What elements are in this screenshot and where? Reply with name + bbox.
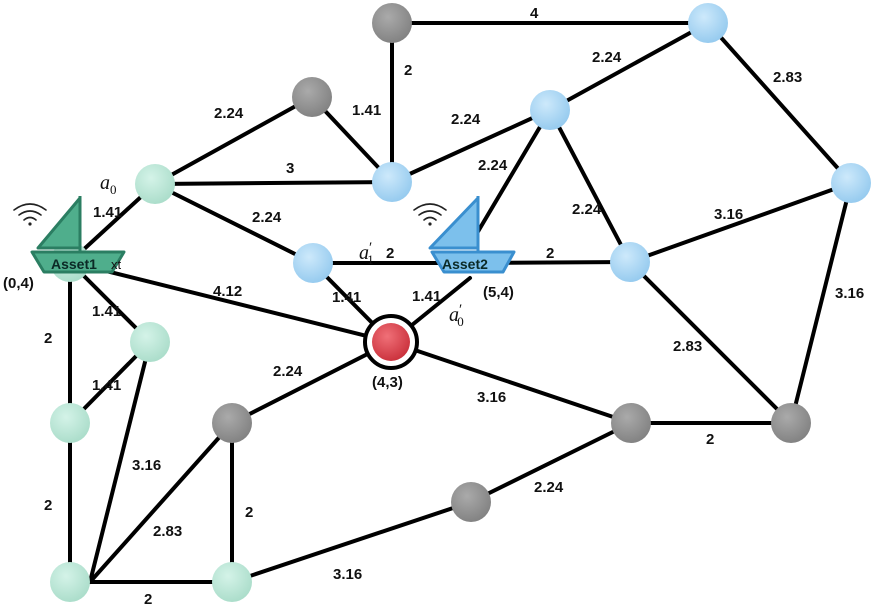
node-gray bbox=[372, 3, 412, 43]
weight-label-e29: 2.24 bbox=[534, 479, 564, 496]
asset2-marker: Asset2 bbox=[413, 196, 516, 274]
weight-label-e33: 3.16 bbox=[333, 566, 362, 583]
edge-e4 bbox=[153, 95, 314, 186]
weight-label-e5: 3 bbox=[286, 160, 294, 177]
weight-label-e15: 2 bbox=[546, 245, 554, 262]
asset2-label: Asset2 bbox=[442, 256, 488, 272]
label-a0: a0 bbox=[100, 172, 117, 197]
node-blue bbox=[688, 3, 728, 43]
edge-e10 bbox=[153, 182, 315, 265]
node-teal bbox=[50, 562, 90, 602]
edge-e7 bbox=[548, 21, 710, 112]
node-blue bbox=[372, 162, 412, 202]
sailboat-icon bbox=[428, 196, 516, 274]
wifi-icon bbox=[13, 203, 47, 226]
edge-e5 bbox=[153, 180, 394, 186]
weight-label-e24: 2 bbox=[44, 497, 52, 514]
weight-label-e4: 2.24 bbox=[214, 105, 244, 122]
weight-label-e7: 2.24 bbox=[592, 49, 622, 66]
asset1-label-suffix: xt bbox=[111, 257, 122, 272]
weight-label-e19: 1.41 bbox=[332, 289, 361, 306]
label-a1-prime: a′1 bbox=[359, 240, 374, 267]
weight-label-e26: 2.24 bbox=[273, 363, 303, 380]
edge-e16 bbox=[628, 260, 793, 425]
weight-label-e11: 2.24 bbox=[478, 157, 508, 174]
edge-e25 bbox=[88, 340, 152, 584]
weight-label-e31: 2 bbox=[245, 504, 253, 521]
wifi-icon bbox=[413, 203, 447, 226]
edge-weights: 4 2 1.41 2.24 3 2.24 2.24 2.83 1.41 2.24… bbox=[44, 5, 864, 608]
weight-label-e3: 1.41 bbox=[352, 102, 381, 119]
weight-label-e17: 3.16 bbox=[835, 285, 864, 302]
node-blue bbox=[610, 242, 650, 282]
edge-e30 bbox=[88, 421, 234, 584]
node-gray bbox=[292, 77, 332, 117]
sailboat-icon bbox=[30, 196, 126, 274]
weight-label-e20: 1.41 bbox=[412, 288, 441, 305]
weight-label-e9: 1.41 bbox=[93, 204, 122, 221]
edge-e26 bbox=[230, 340, 393, 425]
edge-e12 bbox=[548, 108, 632, 264]
coord-label-asset2: (5,4) bbox=[483, 284, 514, 301]
edge-e29 bbox=[469, 421, 633, 504]
edge-e27 bbox=[389, 340, 633, 425]
node-gray bbox=[611, 403, 651, 443]
weight-label-e30: 2.83 bbox=[153, 523, 182, 540]
weight-label-e27: 3.16 bbox=[477, 389, 506, 406]
coordinate-labels: (0,4) (5,4) (4,3) bbox=[3, 275, 514, 391]
coord-label-target: (4,3) bbox=[372, 374, 403, 391]
node-teal bbox=[212, 562, 252, 602]
node-blue bbox=[831, 163, 871, 203]
edge-e33 bbox=[230, 500, 473, 584]
node-blue bbox=[530, 90, 570, 130]
node-teal bbox=[50, 403, 90, 443]
weight-label-e12: 2.24 bbox=[572, 201, 602, 218]
nodes bbox=[50, 3, 871, 602]
node-gray bbox=[771, 403, 811, 443]
weight-label-e23: 1.41 bbox=[92, 377, 121, 394]
edge-e14 bbox=[628, 181, 853, 264]
edge-e18 bbox=[68, 260, 393, 344]
node-blue bbox=[293, 243, 333, 283]
node-teal bbox=[135, 164, 175, 204]
weight-label-e32: 2 bbox=[144, 591, 152, 608]
weight-label-e8: 2.83 bbox=[773, 69, 802, 86]
weight-label-e1: 4 bbox=[530, 5, 539, 22]
math-labels: a0 a′1 a′0 bbox=[100, 172, 464, 329]
weight-label-e14: 3.16 bbox=[714, 206, 743, 223]
node-teal bbox=[130, 322, 170, 362]
coord-label-asset1: (0,4) bbox=[3, 275, 34, 292]
edge-e8 bbox=[706, 21, 853, 185]
weight-label-e28: 2 bbox=[706, 431, 714, 448]
asset1-label: Asset1 bbox=[51, 256, 97, 272]
weight-label-e6: 2.24 bbox=[451, 111, 481, 128]
edge-e17 bbox=[789, 181, 853, 425]
edge-e6 bbox=[390, 108, 552, 184]
weight-label-e16: 2.83 bbox=[673, 338, 702, 355]
weight-label-e18: 4.12 bbox=[213, 283, 242, 300]
weight-label-e21: 1.41 bbox=[92, 303, 121, 320]
weight-label-e25: 3.16 bbox=[132, 457, 161, 474]
node-gray bbox=[451, 482, 491, 522]
node-gray bbox=[212, 403, 252, 443]
label-a0-prime: a′0 bbox=[449, 302, 464, 329]
weight-label-e10: 2.24 bbox=[252, 209, 282, 226]
weight-label-e22: 2 bbox=[44, 330, 52, 347]
asset1-marker: Asset1 xt bbox=[13, 196, 126, 274]
node-red-target bbox=[372, 323, 410, 361]
edge-e11 bbox=[468, 108, 552, 247]
weight-label-e13: 2 bbox=[386, 245, 394, 262]
weight-label-e2: 2 bbox=[404, 62, 412, 79]
